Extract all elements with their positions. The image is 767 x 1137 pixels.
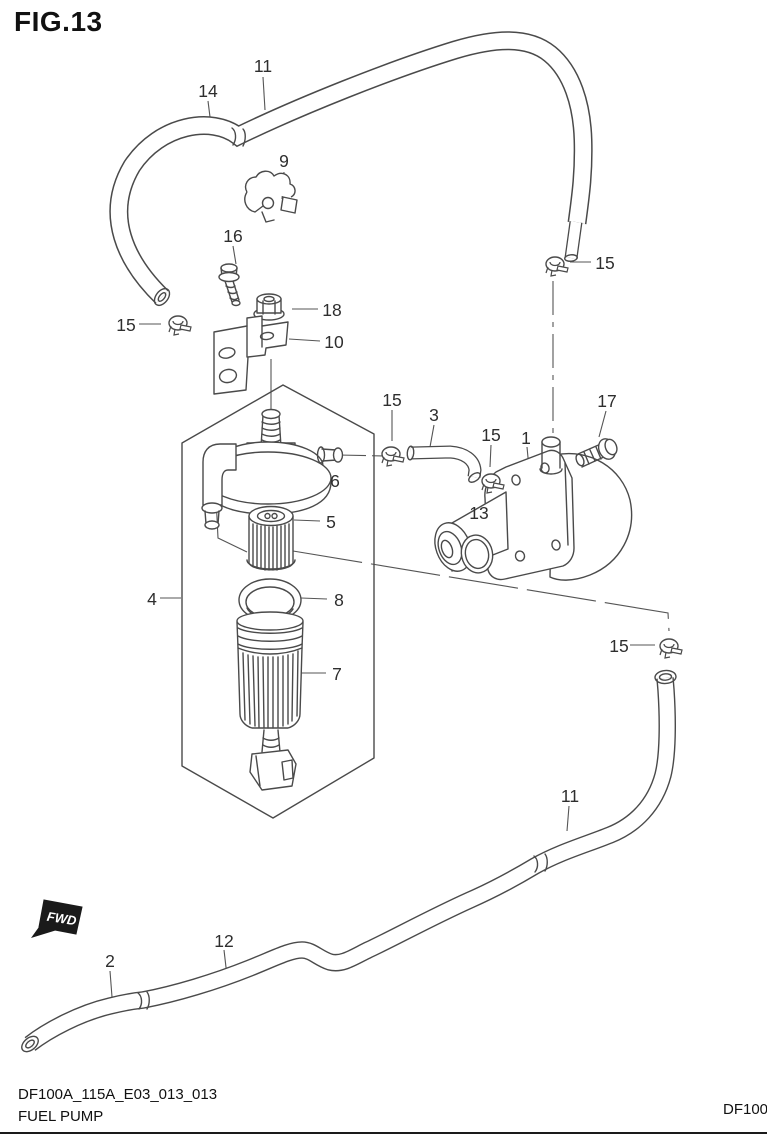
callout-9: 9 (279, 151, 289, 171)
footer-part-code: DF100A_115A_E03_013_013 (18, 1086, 218, 1103)
bottom-rule (0, 1132, 767, 1134)
callout-14: 14 (198, 81, 218, 101)
callout-5: 5 (326, 512, 336, 532)
fwd-label: FWD (46, 909, 78, 929)
fuel-pump-drawing (434, 436, 633, 581)
top-fuel-hose (109, 31, 593, 307)
callout-15-b: 15 (595, 253, 614, 273)
callout-2: 2 (105, 951, 115, 971)
exploded-view-box (181, 384, 375, 819)
callout-1: 1 (521, 428, 531, 448)
callout-12: 12 (214, 931, 233, 951)
bracket-10-drawing (213, 315, 289, 395)
footer: DF100A_115A_E03_013_013 FUEL PUMP (18, 1084, 217, 1128)
callout-11-bottom: 11 (561, 786, 579, 806)
callout-6: 6 (330, 471, 340, 491)
hose-clamp-icon (381, 446, 405, 467)
bolt-17-drawing (575, 438, 618, 468)
figure-title: FIG.13 (14, 6, 103, 37)
page-edge-code: DF100 (723, 1101, 767, 1118)
o-ring-13-drawing (460, 534, 494, 574)
callout-15-e: 15 (609, 636, 628, 656)
callout-3: 3 (429, 405, 439, 425)
spring-clamp-drawing (244, 170, 298, 223)
bolt-16-drawing (218, 263, 241, 307)
callout-10: 10 (324, 332, 344, 352)
callout-8: 8 (334, 590, 344, 610)
callout-15-a: 15 (116, 315, 135, 335)
callout-15-d: 15 (481, 425, 500, 445)
callout-13: 13 (469, 503, 488, 523)
fwd-direction-marker: FWD (31, 899, 83, 938)
callout-17: 17 (597, 391, 616, 411)
filter-cap-drawing (201, 408, 344, 530)
hose-clamp-icon (168, 315, 192, 336)
callout-16: 16 (223, 226, 242, 246)
callout-labels: 14 11 9 16 15 18 10 15 15 3 15 1 17 13 6… (105, 56, 629, 971)
callout-15-c: 15 (382, 390, 401, 410)
filter-cup-drawing (236, 611, 304, 791)
callout-4: 4 (147, 589, 157, 609)
lower-fuel-hose (21, 669, 677, 1053)
footer-figure-name: FUEL PUMP (18, 1108, 104, 1125)
filter-element-drawing (246, 505, 296, 571)
callout-7: 7 (332, 664, 342, 684)
callout-11-top: 11 (254, 56, 272, 76)
hose-clamp-icon (659, 638, 683, 659)
short-hose-3 (406, 445, 482, 483)
callout-18: 18 (322, 300, 341, 320)
